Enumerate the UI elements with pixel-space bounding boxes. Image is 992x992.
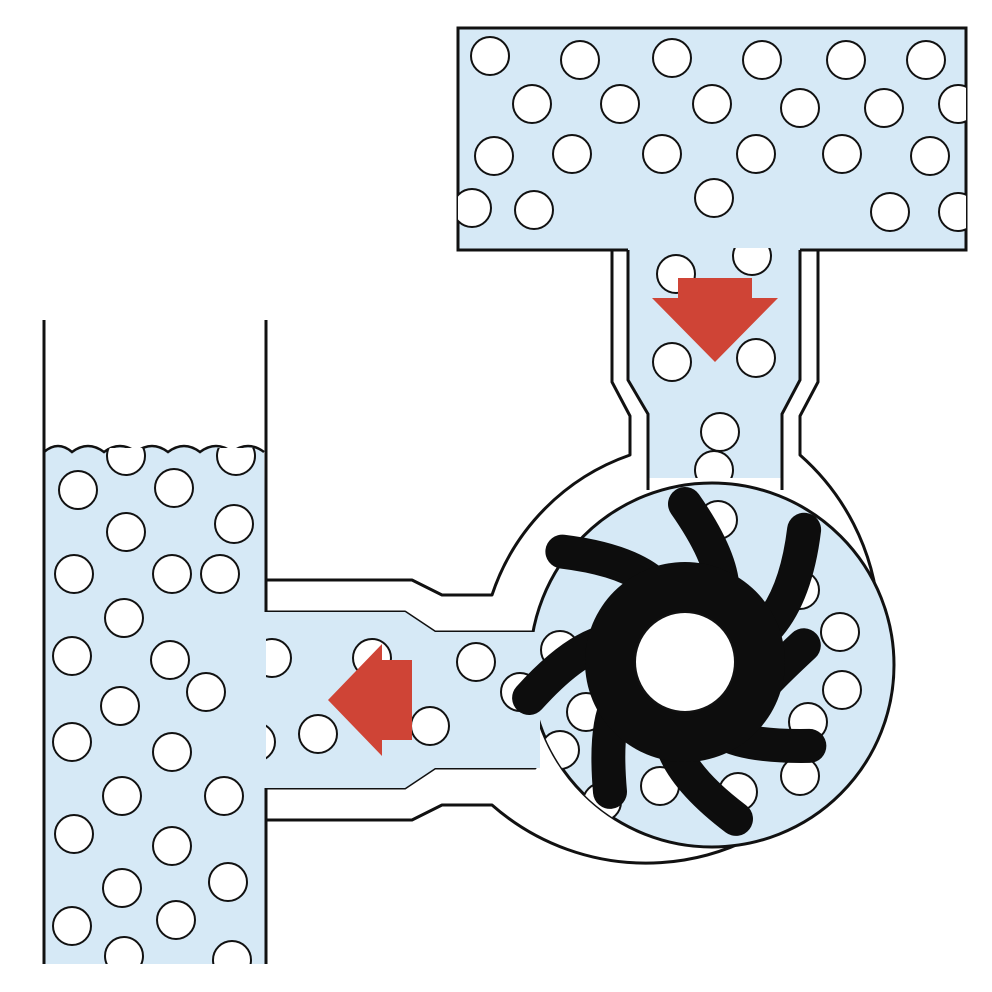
bubble [106, 448, 146, 476]
impeller [512, 487, 827, 836]
bubble [652, 342, 692, 382]
bubble [512, 84, 552, 124]
outlet-tank [42, 320, 268, 964]
bubble [152, 732, 192, 772]
flow-arrows [328, 278, 778, 756]
bubble [822, 670, 862, 710]
bubble [560, 40, 600, 80]
bubble [870, 192, 910, 232]
bubble [52, 722, 92, 762]
bubble [514, 190, 554, 230]
bubble [216, 448, 256, 476]
bubble [700, 412, 740, 452]
bubble [54, 814, 94, 854]
bubble [208, 862, 248, 902]
bubble [102, 776, 142, 816]
bubble [150, 640, 190, 680]
inlet-pipe-bubbles [652, 248, 776, 478]
bubble [156, 900, 196, 940]
bubble [906, 40, 946, 80]
bubble [826, 40, 866, 80]
bubble [186, 672, 226, 712]
bubble [410, 706, 450, 746]
bubble [58, 470, 98, 510]
bubble [104, 936, 144, 964]
bubble [212, 940, 252, 964]
bubble [864, 88, 904, 128]
bubble [692, 84, 732, 124]
bubble [106, 512, 146, 552]
bubble [204, 776, 244, 816]
bubble [736, 134, 776, 174]
bubble [102, 868, 142, 908]
inlet-flow-arrow [652, 278, 778, 362]
bubble [54, 554, 94, 594]
bubble [694, 450, 734, 478]
bubble [910, 136, 950, 176]
inlet-reservoir-bubbles [458, 36, 966, 232]
bubble [152, 554, 192, 594]
bubble [458, 188, 492, 228]
bubble [600, 84, 640, 124]
bubble [154, 468, 194, 508]
bubble [52, 636, 92, 676]
bubble [266, 638, 292, 678]
bubble [552, 134, 592, 174]
bubble [780, 88, 820, 128]
bubble [732, 248, 772, 276]
outlet-flow-arrow [328, 644, 412, 756]
bubble [152, 826, 192, 866]
bubble [474, 136, 514, 176]
inlet-pipe [626, 248, 802, 490]
bubble [642, 134, 682, 174]
inlet-reservoir [456, 26, 968, 252]
outlet-tank-bubbles [52, 448, 256, 964]
bubble [742, 40, 782, 80]
bubble [736, 338, 776, 378]
bubble [200, 554, 240, 594]
bubble [822, 134, 862, 174]
bubble [298, 714, 338, 754]
impeller-shaft-bore [634, 611, 736, 713]
bubble [820, 612, 860, 652]
bubble [214, 504, 254, 544]
bubble [938, 84, 966, 124]
bubble [470, 36, 510, 76]
bubble [938, 192, 966, 232]
bubble [652, 38, 692, 78]
bubble [104, 598, 144, 638]
bubble [100, 686, 140, 726]
bubble [266, 722, 276, 762]
bubble [456, 642, 496, 682]
bubble [52, 906, 92, 946]
bubble [694, 178, 734, 218]
